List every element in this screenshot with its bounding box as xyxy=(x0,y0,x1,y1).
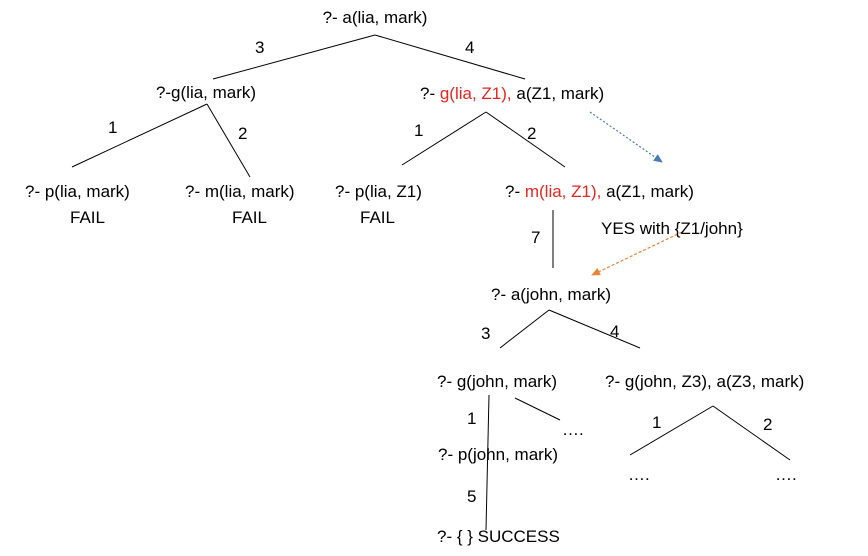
edge-label-2-mid: 2 xyxy=(527,124,537,143)
conj2-prefix: ?- xyxy=(505,182,525,201)
dots-gjohn: …. xyxy=(562,420,584,439)
edge-label-3-top: 3 xyxy=(255,38,265,57)
edge-label-4-john: 4 xyxy=(610,322,620,341)
edge-root-to-g xyxy=(212,34,376,80)
edge-gz3-left xyxy=(629,405,714,456)
conj2-red-goal: m(lia, Z1), xyxy=(524,182,602,201)
conj-red-goal: g(lia, Z1), xyxy=(439,84,512,103)
node-g-john-z3: ?- g(john, Z3), a(Z3, mark) xyxy=(605,372,805,391)
edge-label-3-john: 3 xyxy=(481,324,491,343)
fail-label-1: FAIL xyxy=(70,208,105,227)
edge-label-1-mid: 1 xyxy=(414,121,424,140)
dots-z3-left: …. xyxy=(628,465,650,484)
node-p-john-mark: ?- p(john, mark) xyxy=(438,445,558,464)
edge-conj-to-p xyxy=(401,111,487,166)
edge-label-4-top: 4 xyxy=(465,38,475,57)
dots-z3-right: …. xyxy=(775,465,797,484)
edge-root-to-conj xyxy=(374,34,526,80)
node-root: ?- a(lia, mark) xyxy=(322,8,428,27)
node-g-lia-mark: ?-g(lia, mark) xyxy=(155,83,257,102)
edge-gjohn-to-p xyxy=(485,394,490,531)
edge-label-5: 5 xyxy=(467,487,477,506)
node-p-lia-z1: ?- p(lia, Z1) xyxy=(335,182,422,201)
orange-dashed-arrow xyxy=(591,231,683,276)
node-conj-g-a: ?- g(lia, Z1), a(Z1, mark) xyxy=(420,84,604,104)
edge-label-7: 7 xyxy=(531,228,541,247)
edge-ajohn-to-gz3 xyxy=(548,309,641,349)
edge-conj-to-m xyxy=(485,111,566,168)
node-g-john-mark: ?- g(john, mark) xyxy=(437,372,557,391)
node-m-lia-mark: ?- m(lia, mark) xyxy=(185,182,295,201)
edge-gjohn-to-dots xyxy=(514,397,561,421)
conj-rest: a(Z1, mark) xyxy=(511,84,605,103)
edge-label-2-left: 2 xyxy=(238,124,248,143)
edge-label-1-z3: 1 xyxy=(652,413,662,432)
fail-label-3: FAIL xyxy=(360,208,395,227)
edge-g-to-m xyxy=(206,103,251,178)
edge-label-1-left: 1 xyxy=(108,118,118,137)
fail-label-2: FAIL xyxy=(232,208,267,227)
edge-ajohn-to-g xyxy=(499,309,550,349)
node-a-john-mark: ?- a(john, mark) xyxy=(491,285,611,304)
edge-gz3-right xyxy=(712,405,791,461)
node-p-lia-mark: ?- p(lia, mark) xyxy=(25,182,130,201)
edge-label-2-z3: 2 xyxy=(763,415,773,434)
node-conj-m-a: ?- m(lia, Z1), a(Z1, mark) xyxy=(505,182,694,202)
edge-g-to-p xyxy=(71,103,208,168)
conj-prefix: ?- xyxy=(420,84,440,103)
yes-with-annotation: YES with {Z1/john} xyxy=(601,219,743,238)
edge-label-1-gjohn: 1 xyxy=(467,409,477,428)
blue-dashed-arrow xyxy=(589,111,663,163)
conj2-rest: a(Z1, mark) xyxy=(601,182,694,201)
node-success: ?- { } SUCCESS xyxy=(437,527,560,546)
